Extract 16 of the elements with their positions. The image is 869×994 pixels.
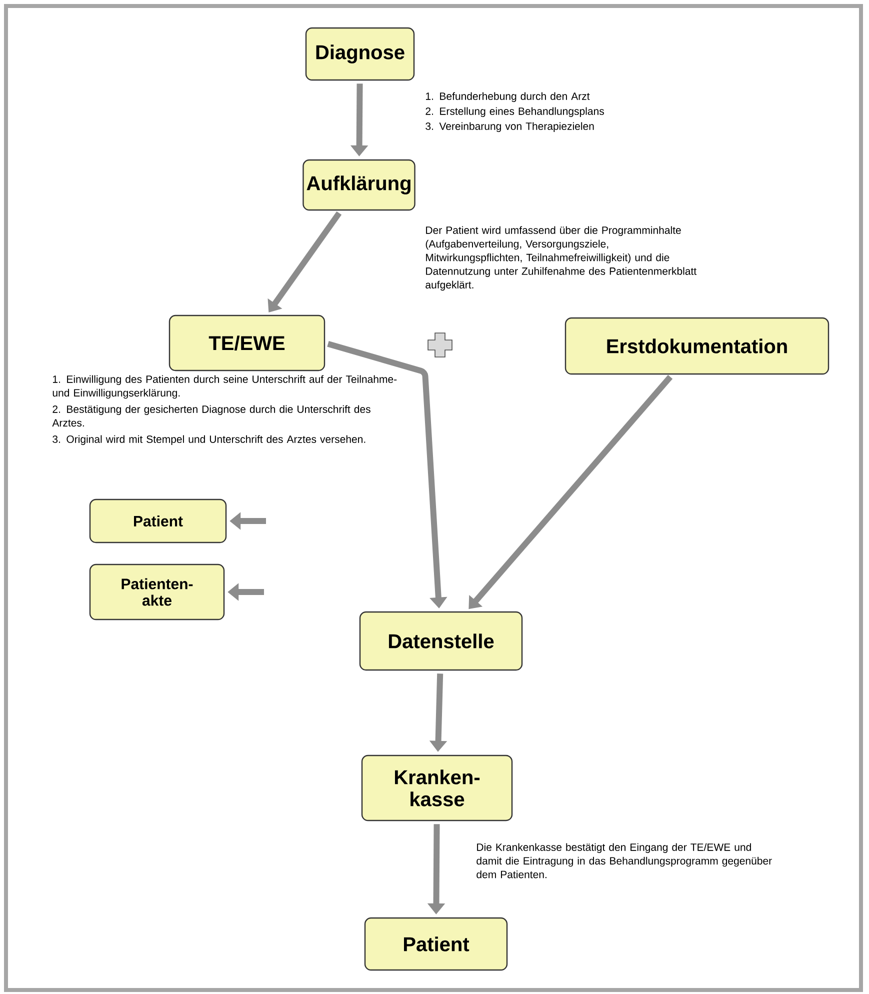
process-box: Aufklärung <box>302 159 416 211</box>
note-text: 2. Erstellung eines Behandlungsplans <box>426 107 604 117</box>
note-text: 3. Vereinbarung von Therapiezielen <box>426 122 594 132</box>
note-text: Die Krankenkasse bestätigt den Eingang der TE/EWE und damit die Eintragung in das Behandlungsprogramm gegenüber dem Patienten. <box>476 843 772 878</box>
process-box: Erstdokumentation <box>564 317 830 375</box>
process-box: Patienten- akte <box>89 564 225 620</box>
note-text: 3. Original wird mit Stempel und Unterschrift des Arztes versehen. <box>52 435 366 445</box>
note-text: 1. Befunderhebung durch den Arzt <box>426 92 590 102</box>
process-box: TE/EWE <box>168 314 326 372</box>
process-box: Diagnose <box>305 27 415 81</box>
process-box: Patient <box>89 498 227 544</box>
process-box: Kranken- kasse <box>361 754 513 822</box>
process-box: Datenstelle <box>359 611 523 671</box>
process-box: Patient <box>364 917 508 971</box>
note-text: Der Patient wird umfassend über die Programminhalte (Aufgabenverteilung, Versorgungsziele, Mitwirkungspflichten, Teilnahmefreiwilligkeit) und die Datennutzung unter Zuhilfenahme des Patientenmerkblatt aufgeklärt. <box>426 226 696 291</box>
note-text: 2. Bestätigung der gesicherten Diagnose durch die Unterschrift des Arztes. <box>52 405 370 427</box>
